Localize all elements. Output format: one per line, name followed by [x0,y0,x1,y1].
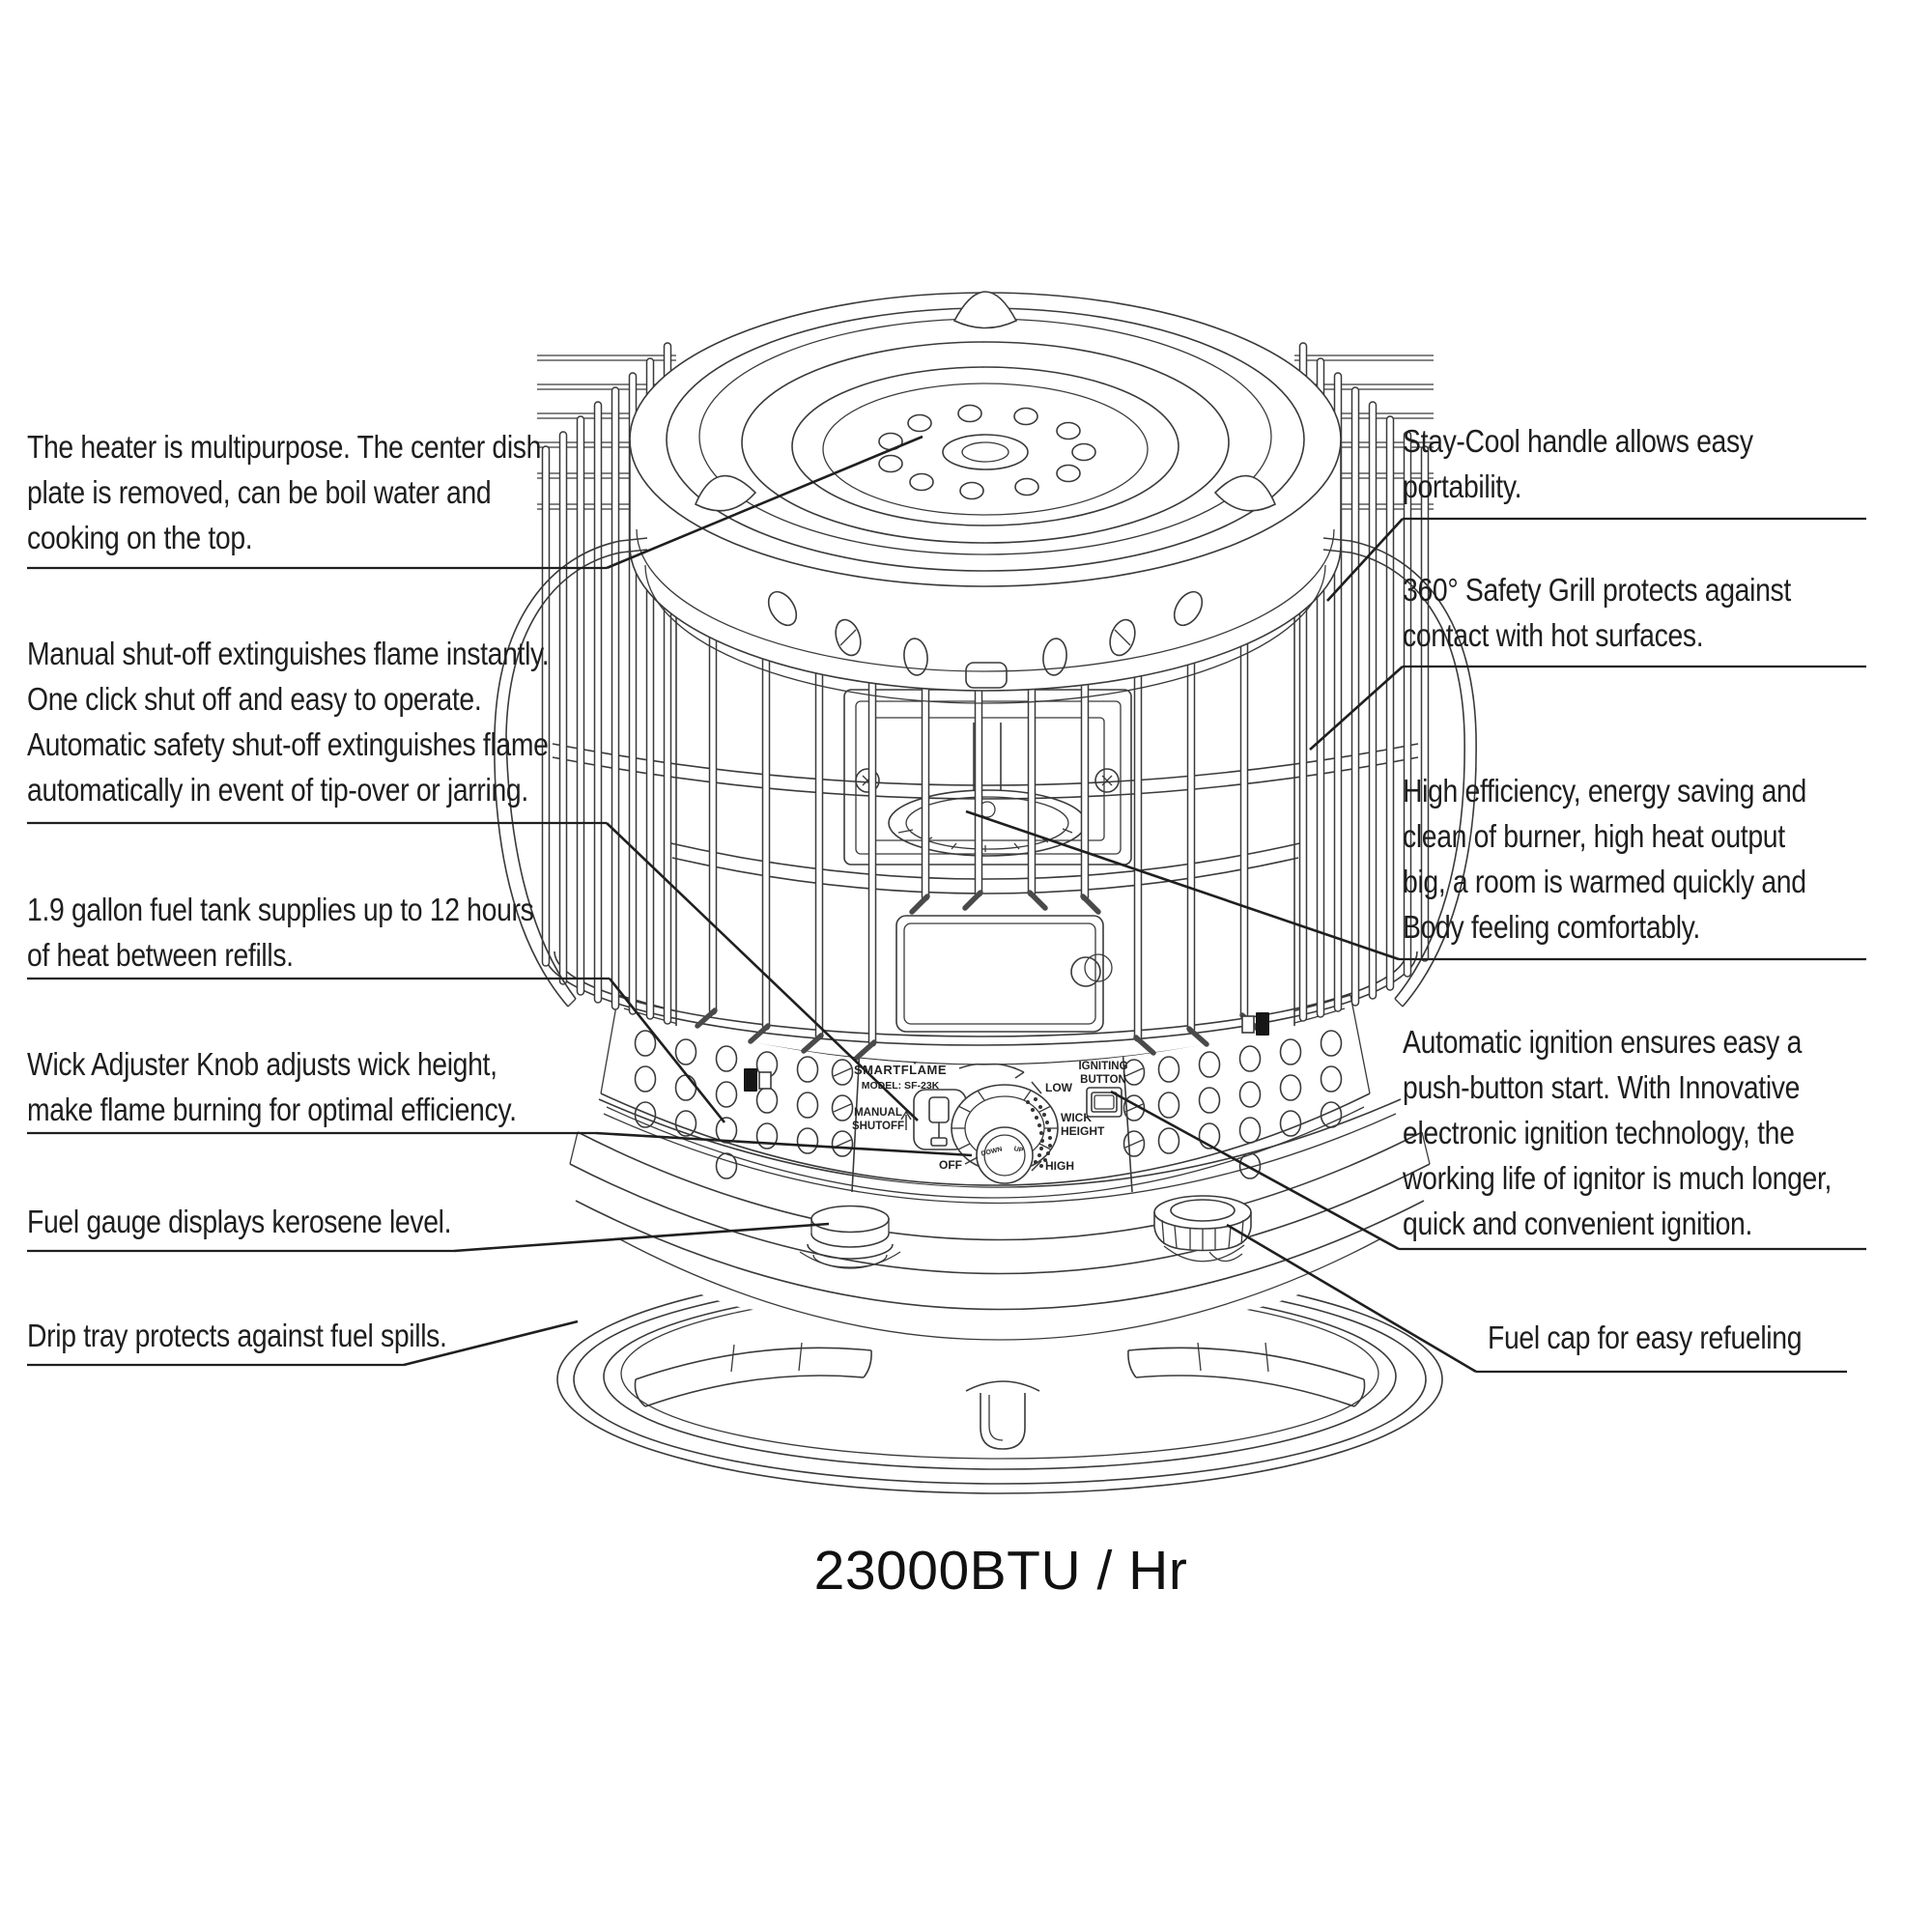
wick-scale-dots [1026,1097,1052,1168]
door-knob [1070,956,1101,987]
callout-right-safety-grill: 360° Safety Grill protects against conta… [1403,572,1791,653]
callout-left-manual-shutoff: Manual shut-off extinguishes flame insta… [27,636,550,808]
side-latch-left [744,1068,772,1092]
fuel-cap [1153,1195,1252,1263]
cone-bump [1213,474,1277,512]
side-latch-right [1241,1012,1269,1036]
callout-left-drip-tray: Drip tray protects against fuel spills. [27,1318,447,1353]
callout-right-ignition: Automatic ignition ensures easy a push-b… [1403,1024,1833,1241]
rotate-arrow-icon [958,1063,1025,1079]
manual-shutoff-label-2: SHUTOFF [852,1121,904,1132]
cone-bump [952,291,1018,329]
carry-handle-left [494,537,648,1008]
drum-vents [767,590,1204,689]
igniting-button [1086,1087,1122,1118]
model-label: MODEL: SF-23K [862,1080,940,1092]
wick-adjuster-knob: DOWN UP [951,1063,1059,1184]
up-arrow-icon [900,1110,912,1130]
screw-icon [855,768,880,793]
btu-rating: 23000BTU / Hr [813,1540,1188,1602]
igniting-button-label-1: IGNITING [1078,1061,1127,1072]
wick-height-label-1: WICK [1061,1111,1092,1124]
manual-shutoff-label-1: MANUAL [854,1107,902,1119]
knob-up-label: UP [1013,1146,1024,1154]
callout-right-efficiency: High efficiency, energy saving and clean… [1403,773,1806,945]
callout-left-wick-adjuster: Wick Adjuster Knob adjusts wick height, … [27,1046,517,1127]
high-label: HIGH [1045,1159,1074,1173]
heater-top-drum [629,291,1342,704]
callout-right-fuel-cap: Fuel cap for easy refueling [1488,1320,1803,1355]
center-dish-cap [942,434,1029,470]
low-label: LOW [1045,1081,1073,1094]
callout-left-fuel-gauge: Fuel gauge displays kerosene level. [27,1204,452,1239]
brand-label: SMARTFLAME [854,1063,947,1077]
vent-holes-right [1122,1030,1343,1179]
callout-right-handle: Stay-Cool handle allows easy portability… [1403,423,1753,504]
vent-holes-left [634,1030,854,1179]
cone-bump [694,474,757,512]
control-panel: SMARTFLAME MODEL: SF-23K MANUAL SHUTOFF [851,1046,1133,1193]
igniting-button-label-2: BUTTON [1080,1074,1126,1086]
callout-leader-lines [27,435,1866,1374]
callout-left-multipurpose: The heater is multipurpose. The center d… [27,429,542,555]
screw-icon [1094,768,1120,793]
carry-handle-right [1322,537,1477,1008]
fuel-door [895,915,1113,1033]
off-label: OFF [939,1158,962,1172]
callout-left-fuel-tank: 1.9 gallon fuel tank supplies up to 12 h… [27,892,534,973]
wick-height-label-2: HEIGHT [1061,1124,1105,1138]
fuel-gauge-cap [799,1205,901,1269]
